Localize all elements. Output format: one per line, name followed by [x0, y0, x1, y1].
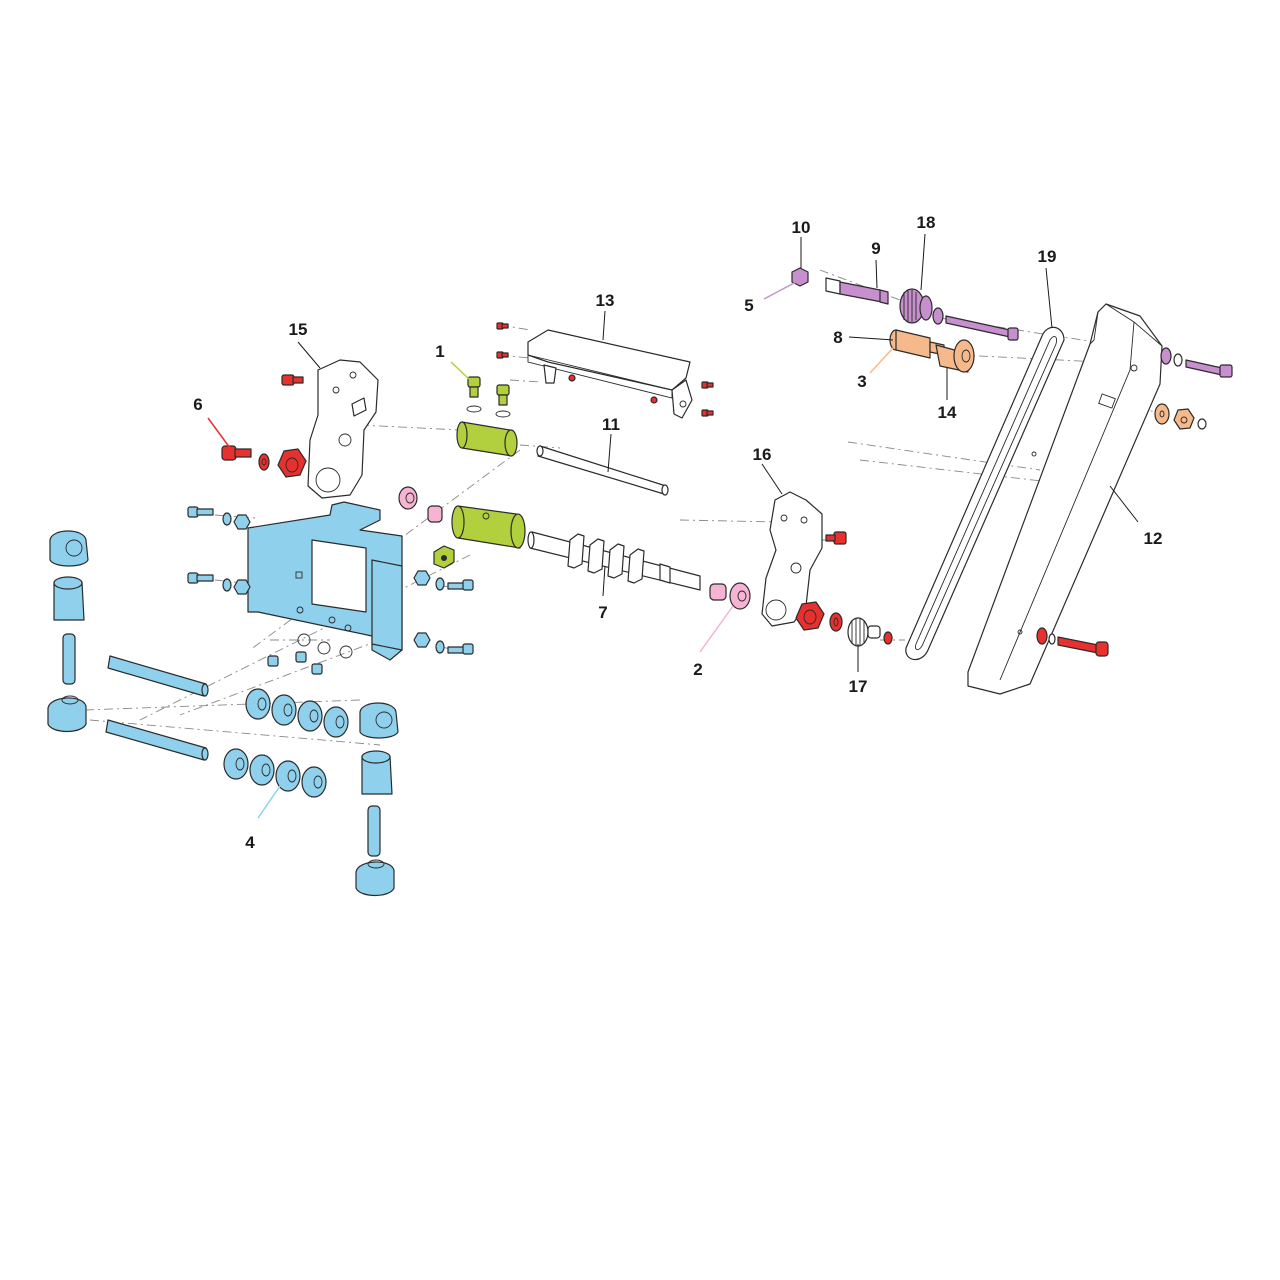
blue-rod-ends-right: [355, 702, 399, 897]
white-rod: [536, 445, 669, 496]
side-plate-left: [307, 359, 379, 499]
red-nut-washer-right: [795, 601, 843, 632]
callout-3: 3: [857, 372, 866, 391]
arm-housing: [967, 303, 1163, 695]
callout-7: 7: [598, 603, 607, 622]
top-bracket: [527, 329, 693, 419]
green-coupling-small: [456, 421, 518, 457]
blue-rollers-bottom: [223, 748, 327, 798]
red-bolt-lower: [1036, 627, 1109, 657]
red-screw: [281, 374, 304, 386]
blue-rods: [105, 655, 209, 761]
blue-rollers-top: [245, 688, 349, 738]
violet-long-bolt: [945, 315, 1019, 341]
green-screws: [466, 376, 511, 418]
callout-2: 2: [693, 660, 702, 679]
callout-11: 11: [602, 415, 620, 434]
green-set-screw: [433, 545, 455, 569]
pink-flange-bushing-left: [398, 486, 443, 523]
callout-15: 15: [289, 320, 308, 339]
callout-8: 8: [833, 328, 842, 347]
green-coupling-large: [451, 505, 526, 549]
housing-hardware-mid: [1154, 403, 1207, 430]
callout-18: 18: [917, 213, 936, 232]
red-screw-nut-set: [221, 445, 307, 478]
callout-9: 9: [871, 239, 880, 258]
blue-rod-ends-left: [47, 530, 89, 733]
callout-5: 5: [744, 296, 753, 315]
callout-19: 19: [1038, 247, 1057, 266]
small-red-screws: [496, 322, 714, 417]
callout-6: 6: [193, 395, 202, 414]
callout-13: 13: [596, 291, 615, 310]
toothed-pulley-lower: [847, 617, 893, 647]
housing-hardware-top: [1160, 347, 1233, 378]
callout-12: 12: [1144, 529, 1163, 548]
callout-numbers: 1 2 3 4 5 6 7 8 9 10 11 12 13 14 15 16 1…: [193, 213, 1162, 852]
callout-17: 17: [849, 677, 868, 696]
red-screw-right: [825, 531, 847, 545]
timing-belt: [905, 326, 1065, 661]
callout-10: 10: [792, 218, 811, 237]
blue-bracket-plate: [247, 501, 403, 661]
callout-1: 1: [435, 342, 444, 361]
leader-lines: [207, 233, 1139, 819]
callout-16: 16: [753, 445, 772, 464]
orange-spacer-shaft: [889, 329, 975, 373]
pink-flange-bushing-right: [709, 582, 751, 610]
violet-shaft: [825, 277, 889, 305]
violet-gear-pulley: [899, 288, 944, 325]
worm-shaft: [527, 531, 701, 591]
violet-cap-nut: [791, 267, 809, 287]
blue-screws-and-nuts: [187, 506, 474, 675]
callout-14: 14: [938, 403, 957, 422]
callout-4: 4: [245, 833, 255, 852]
